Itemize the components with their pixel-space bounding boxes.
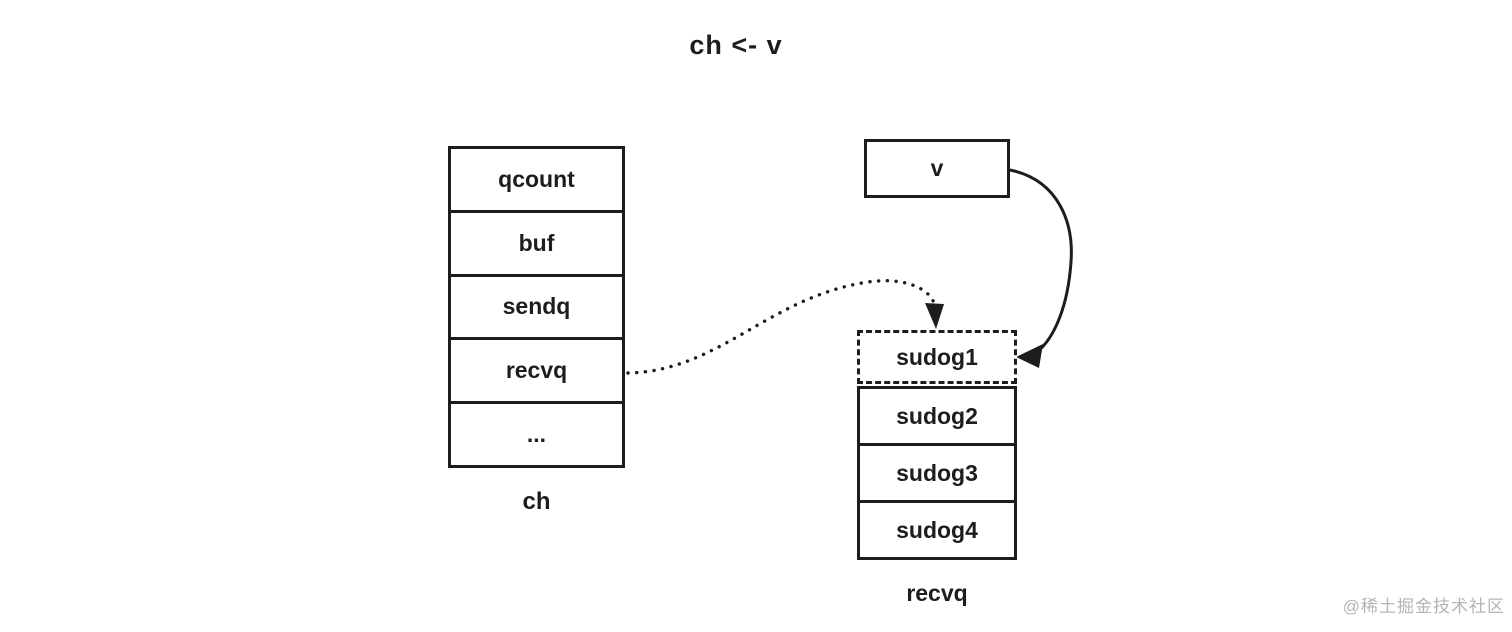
ch-field-recvq: recvq: [451, 340, 622, 405]
sudog3-box: sudog3: [860, 446, 1014, 503]
ch-field-ellipsis-label: ...: [526, 421, 547, 448]
ch-caption: ch: [522, 488, 551, 515]
sudog3-label: sudog3: [896, 459, 978, 486]
ch-field-buf-label: buf: [518, 229, 555, 256]
sudog2-box: sudog2: [860, 389, 1014, 446]
sudog4-box: sudog4: [860, 503, 1014, 557]
v-box: v: [864, 139, 1010, 198]
sudog1-label: sudog1: [896, 343, 978, 370]
ch-field-qcount-label: qcount: [498, 165, 575, 192]
watermark: @稀土掘金技术社区: [1342, 597, 1505, 616]
ch-field-sendq: sendq: [451, 277, 622, 341]
v-to-sudog1-arrow: [1009, 168, 1073, 355]
sudog2-label: sudog2: [896, 402, 978, 429]
ch-field-sendq-label: sendq: [502, 293, 571, 320]
ch-field-qcount: qcount: [451, 149, 622, 213]
sudog1-box: sudog1: [857, 330, 1017, 384]
sudog4-label: sudog4: [896, 516, 978, 543]
ch-struct: qcount buf sendq recvq ...: [448, 146, 625, 468]
diagram-title: ch <- v: [689, 30, 783, 60]
recvq-stack: sudog2 sudog3 sudog4: [857, 386, 1017, 560]
ch-field-recvq-label: recvq: [505, 357, 568, 384]
ch-field-ellipsis: ...: [451, 404, 622, 465]
dotted-arrowhead-down: [925, 303, 944, 329]
solid-arrowhead-left: [1016, 344, 1043, 368]
v-box-label: v: [930, 155, 944, 181]
ch-field-buf: buf: [451, 213, 622, 277]
recvq-caption: recvq: [906, 580, 968, 606]
